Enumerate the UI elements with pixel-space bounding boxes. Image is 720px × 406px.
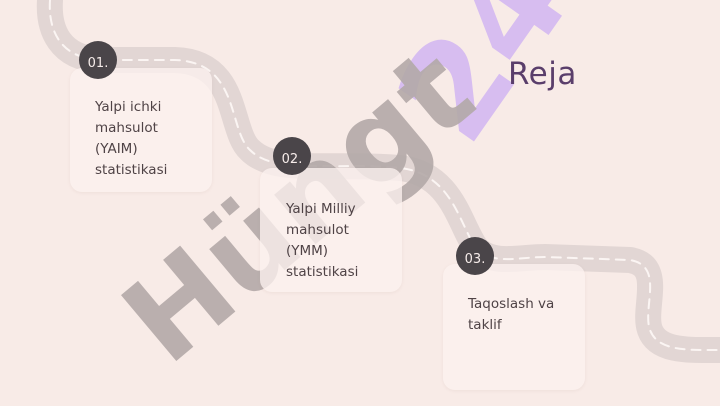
step-badge-3: 03. <box>456 237 494 275</box>
step-card-1 <box>70 68 212 192</box>
step-number-1: 01. <box>87 56 109 71</box>
step-number-2: 02. <box>281 152 303 167</box>
slide-title: Reja <box>508 56 577 92</box>
step-number-3: 03. <box>464 252 486 267</box>
step-text-3: Taqoslash va taklif <box>468 296 555 333</box>
step-text-2: Yalpi Milliy mahsulot (YMM) statistikasi <box>286 201 359 280</box>
step-text-1: Yalpi ichki mahsulot (YAIM) statistikasi <box>95 99 168 178</box>
step-card-3 <box>443 264 585 390</box>
road-path <box>36 0 720 364</box>
step-badge-2: 02. <box>273 137 311 175</box>
step-badge-1: 01. <box>79 41 117 79</box>
step-card-2 <box>260 168 402 292</box>
